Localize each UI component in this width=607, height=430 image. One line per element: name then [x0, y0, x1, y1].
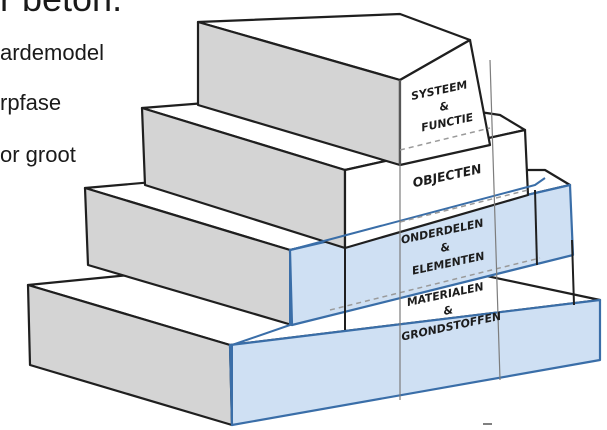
- highlight-inner-vertical-far: [571, 239, 575, 306]
- bullet-text-2: rpfase: [0, 90, 62, 115]
- highlight-inner-vertical-right: [534, 189, 538, 266]
- bullet-text-3: or groot: [0, 142, 76, 167]
- highlight-outline: [231, 250, 291, 425]
- highlight-top-edge: [289, 177, 546, 251]
- heading-fragment: r beton.: [0, 0, 122, 20]
- label-systeem-line-2: &: [438, 99, 450, 114]
- dashed-separator-2: [399, 189, 529, 223]
- label-materialen-line-2: &: [442, 303, 454, 318]
- label-onderdelen-line-2: &: [439, 240, 451, 255]
- bullet-text-1: ardemodel: [0, 40, 104, 65]
- center-strip-right: [489, 59, 501, 381]
- dashed-separator-1: [399, 127, 491, 151]
- dashed-separator-3: [329, 257, 541, 311]
